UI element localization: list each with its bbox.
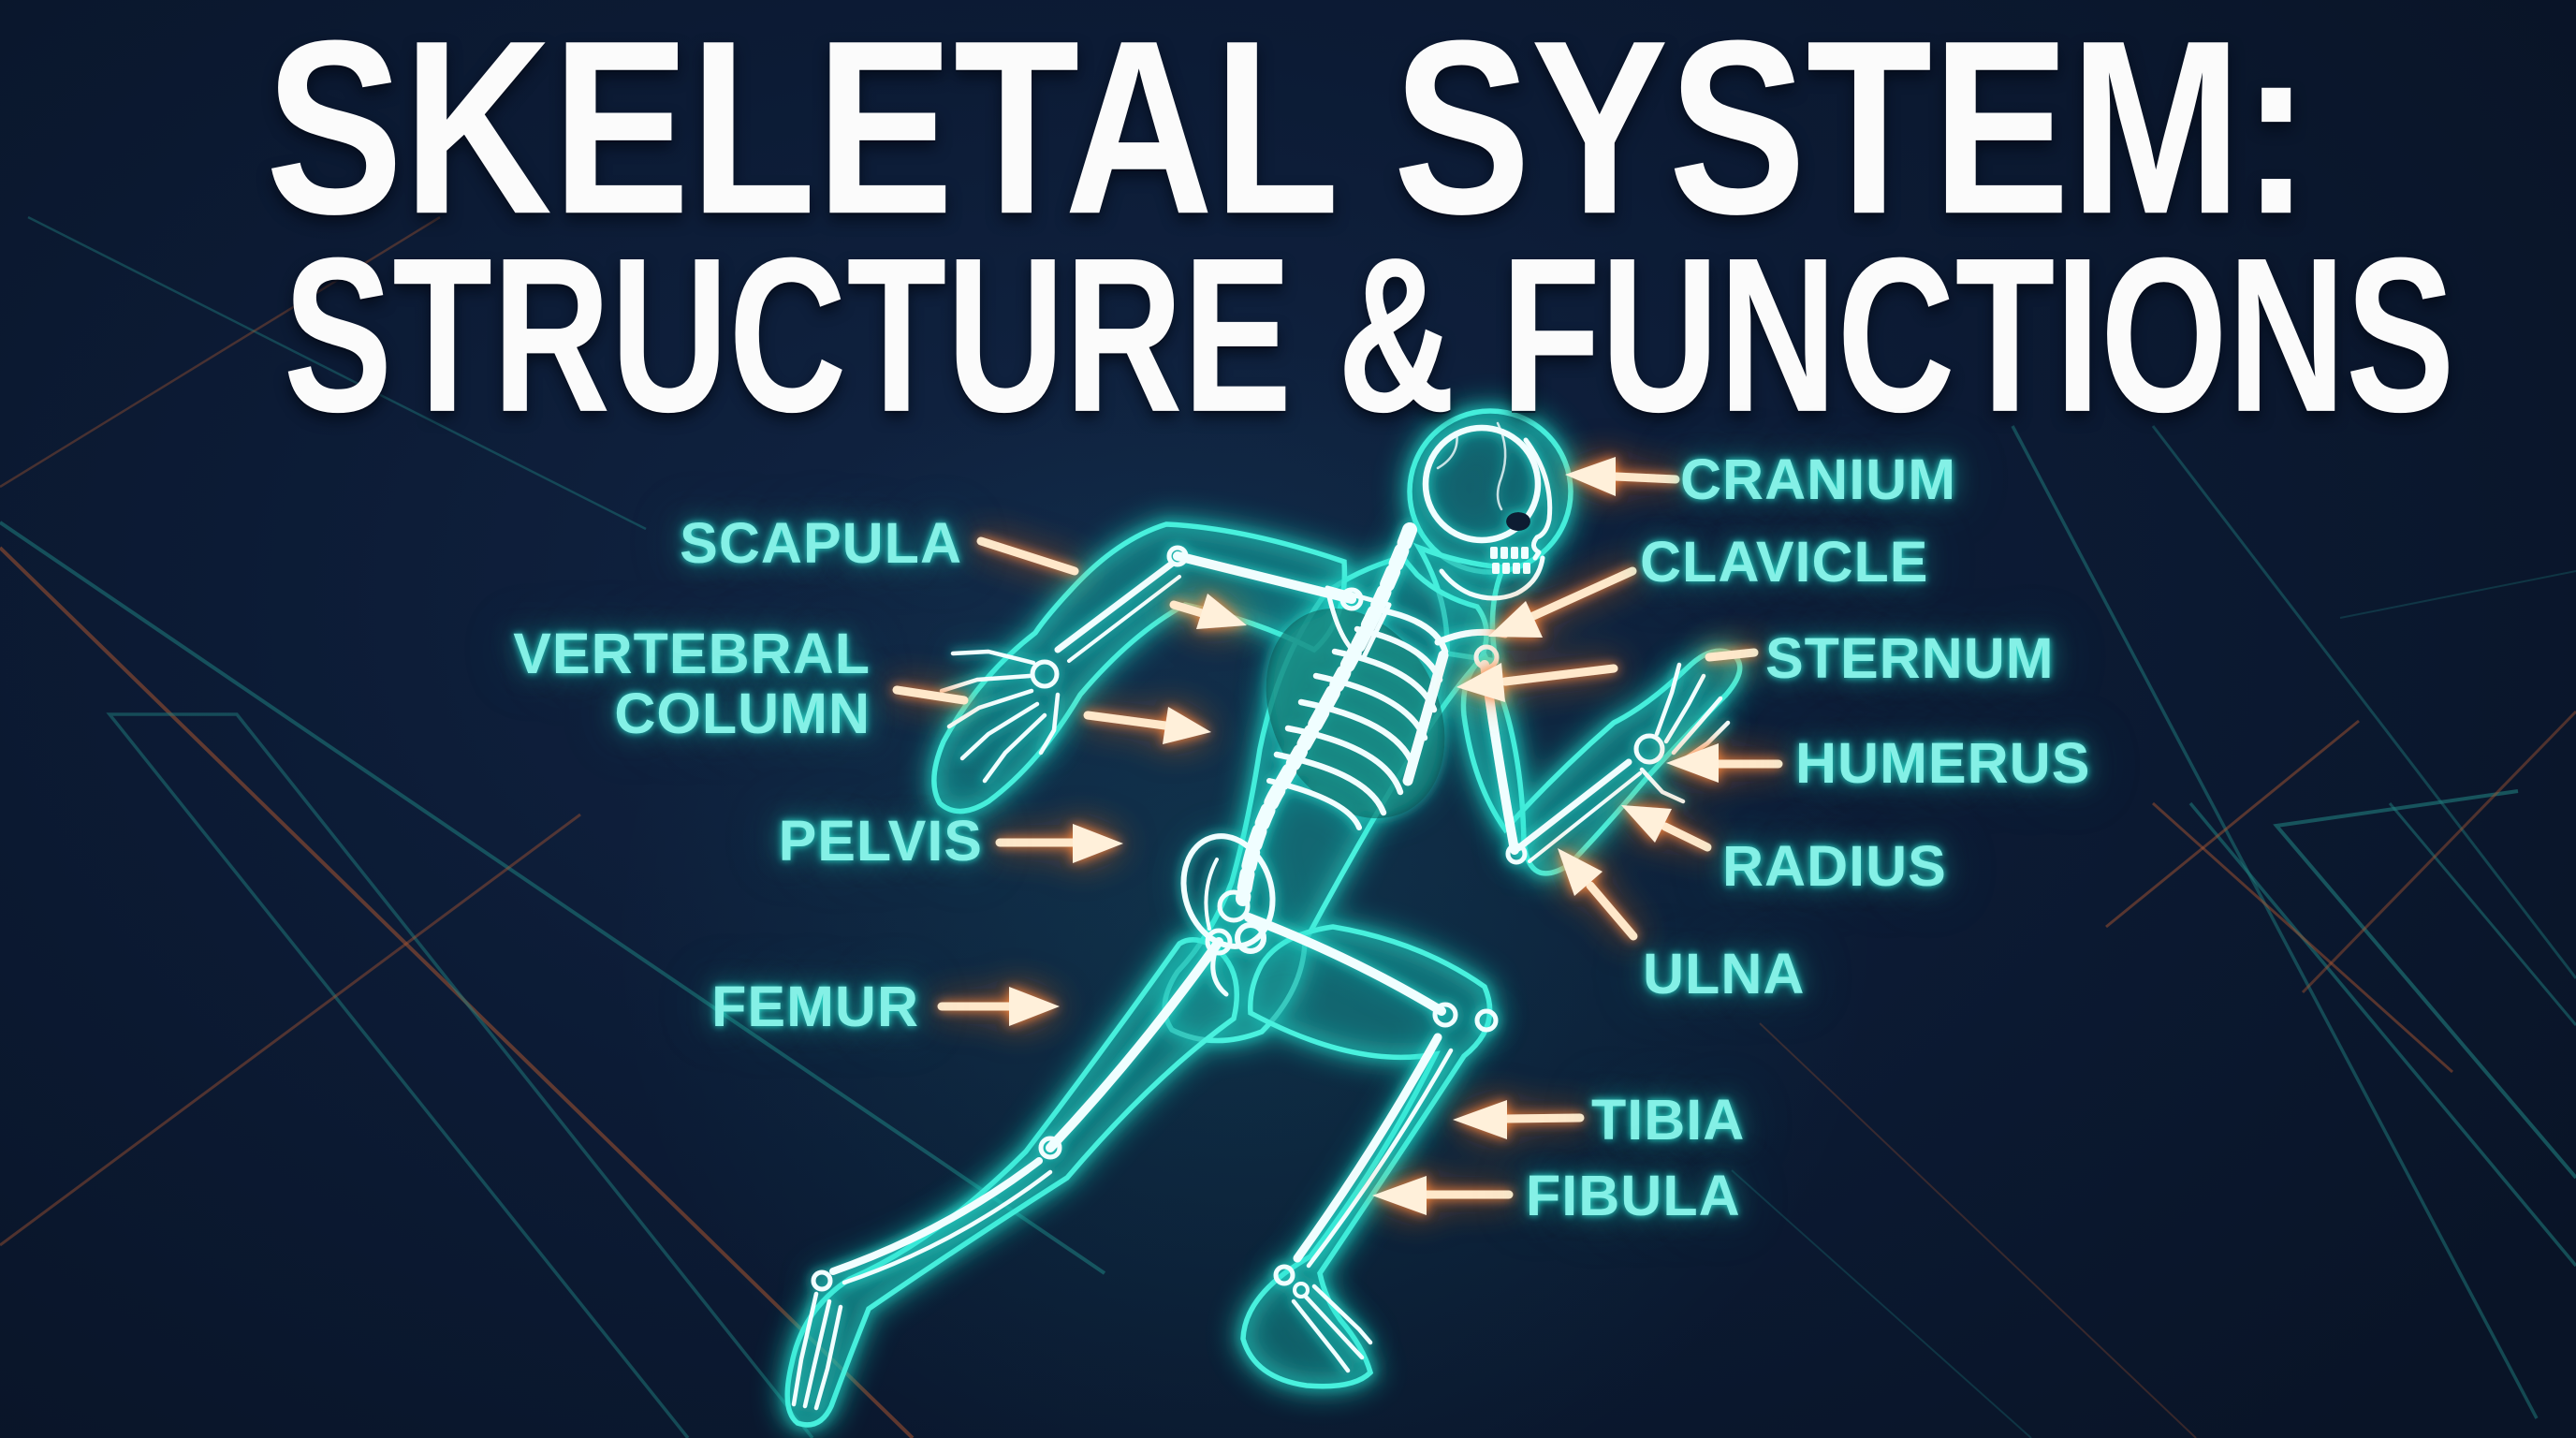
cranium-arrow [1565, 457, 1680, 496]
teeth [1490, 547, 1530, 574]
cranium-bone [1422, 421, 1553, 601]
label-scapula: SCAPULA [680, 511, 962, 575]
humerus-arrow [1666, 743, 1783, 783]
femur-arrow [937, 987, 1060, 1026]
vertebral-column-bone [1236, 522, 1417, 906]
label-femur: FEMUR [711, 975, 919, 1038]
label-fibula: FIBULA [1526, 1164, 1741, 1227]
label-vertebral-column: VERTEBRAL COLUMN [513, 624, 871, 743]
sternum-arrow [1456, 648, 1759, 702]
front-leg-bones [1217, 889, 1499, 1373]
label-arrows [892, 457, 1783, 1215]
label-cranium: CRANIUM [1680, 448, 1957, 511]
ribcage-bone [1266, 607, 1449, 830]
label-clavicle: CLAVICLE [1640, 530, 1929, 594]
trailing-leg-bones [791, 928, 1233, 1411]
clavicle-arrow [1488, 566, 1637, 638]
background-lines [0, 215, 2576, 1438]
label-pelvis: PELVIS [778, 809, 983, 873]
scapula-arrow [976, 536, 1247, 629]
label-sternum: STERNUM [1765, 626, 2055, 690]
sternum-bone [1402, 650, 1449, 786]
skeleton-bones [791, 421, 1731, 1411]
tibia-arrow [1453, 1100, 1585, 1139]
label-tibia: TIBIA [1591, 1088, 1746, 1152]
label-ulna: ULNA [1643, 942, 1806, 1005]
front-arm-bones [1473, 644, 1731, 865]
label-vertebral-line1: VERTEBRAL [513, 622, 871, 685]
label-vertebral-line2: COLUMN [614, 682, 871, 745]
title-line-1: SKELETAL SYSTEM: [265, 0, 2311, 266]
label-radius: RADIUS [1722, 834, 1947, 898]
pelvis-arrow [995, 824, 1123, 863]
pelvis-bone [1180, 833, 1276, 997]
back-arm-bones [939, 545, 1364, 784]
ulna-arrow [1558, 848, 1638, 941]
vertebral-column-arrow [892, 685, 1211, 744]
label-humerus: HUMERUS [1795, 731, 2091, 795]
radius-arrow [1621, 805, 1712, 852]
fibula-arrow [1372, 1176, 1514, 1215]
title-line-2: STRUCTURE & FUNCTIONS [283, 212, 2455, 459]
